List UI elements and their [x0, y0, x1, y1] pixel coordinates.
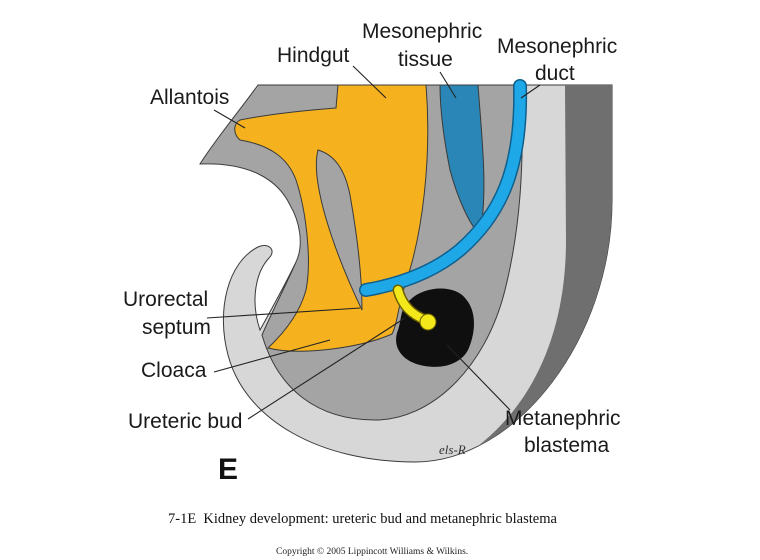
leader-line-allantois	[213, 109, 246, 129]
ureteric-bud-label: Ureteric bud	[128, 410, 242, 433]
hindgut-label: Hindgut	[277, 44, 350, 67]
mesonephric-duct-label-line2: duct	[535, 62, 575, 85]
ureteric-bud-tip	[419, 313, 437, 331]
allantois-label: Allantois	[150, 86, 229, 109]
mesonephric-duct-label-line1: Mesonephric	[497, 35, 617, 58]
leader-line-urorectal-septum	[206, 307, 361, 319]
cloaca-label: Cloaca	[141, 359, 207, 382]
leader-line-ureteric-bud	[247, 317, 406, 420]
artist-signature: els-R	[439, 442, 466, 457]
mesonephric-tissue-label-line2: tissue	[398, 48, 453, 71]
leader-line-mesonephric-duct	[520, 84, 541, 99]
metanephric-blastema-label-line2: blastema	[524, 434, 610, 457]
urorectal-septum-shape	[315, 149, 363, 311]
leader-line-hindgut	[352, 65, 387, 99]
mesonephric-duct-shape	[360, 80, 526, 296]
figure-caption: 7-1E Kidney development: ureteric bud an…	[168, 511, 558, 527]
copyright-notice: Copyright © 2005 Lippincott Williams & W…	[276, 546, 468, 557]
urorectal-septum-label-line1: Urorectal	[123, 288, 208, 311]
leader-line-metanephric-blastema	[446, 344, 511, 411]
leader-line-cloaca	[213, 339, 331, 373]
leader-line-mesonephric-tissue	[439, 71, 457, 99]
urorectal-septum-label-line2: septum	[142, 316, 211, 339]
panel-letter: E	[218, 453, 238, 486]
mesonephric-tissue-shape	[439, 84, 485, 237]
metanephric-blastema-label-line1: Metanephric	[505, 407, 621, 430]
mesonephric-tissue-label-line1: Mesonephric	[362, 20, 482, 43]
